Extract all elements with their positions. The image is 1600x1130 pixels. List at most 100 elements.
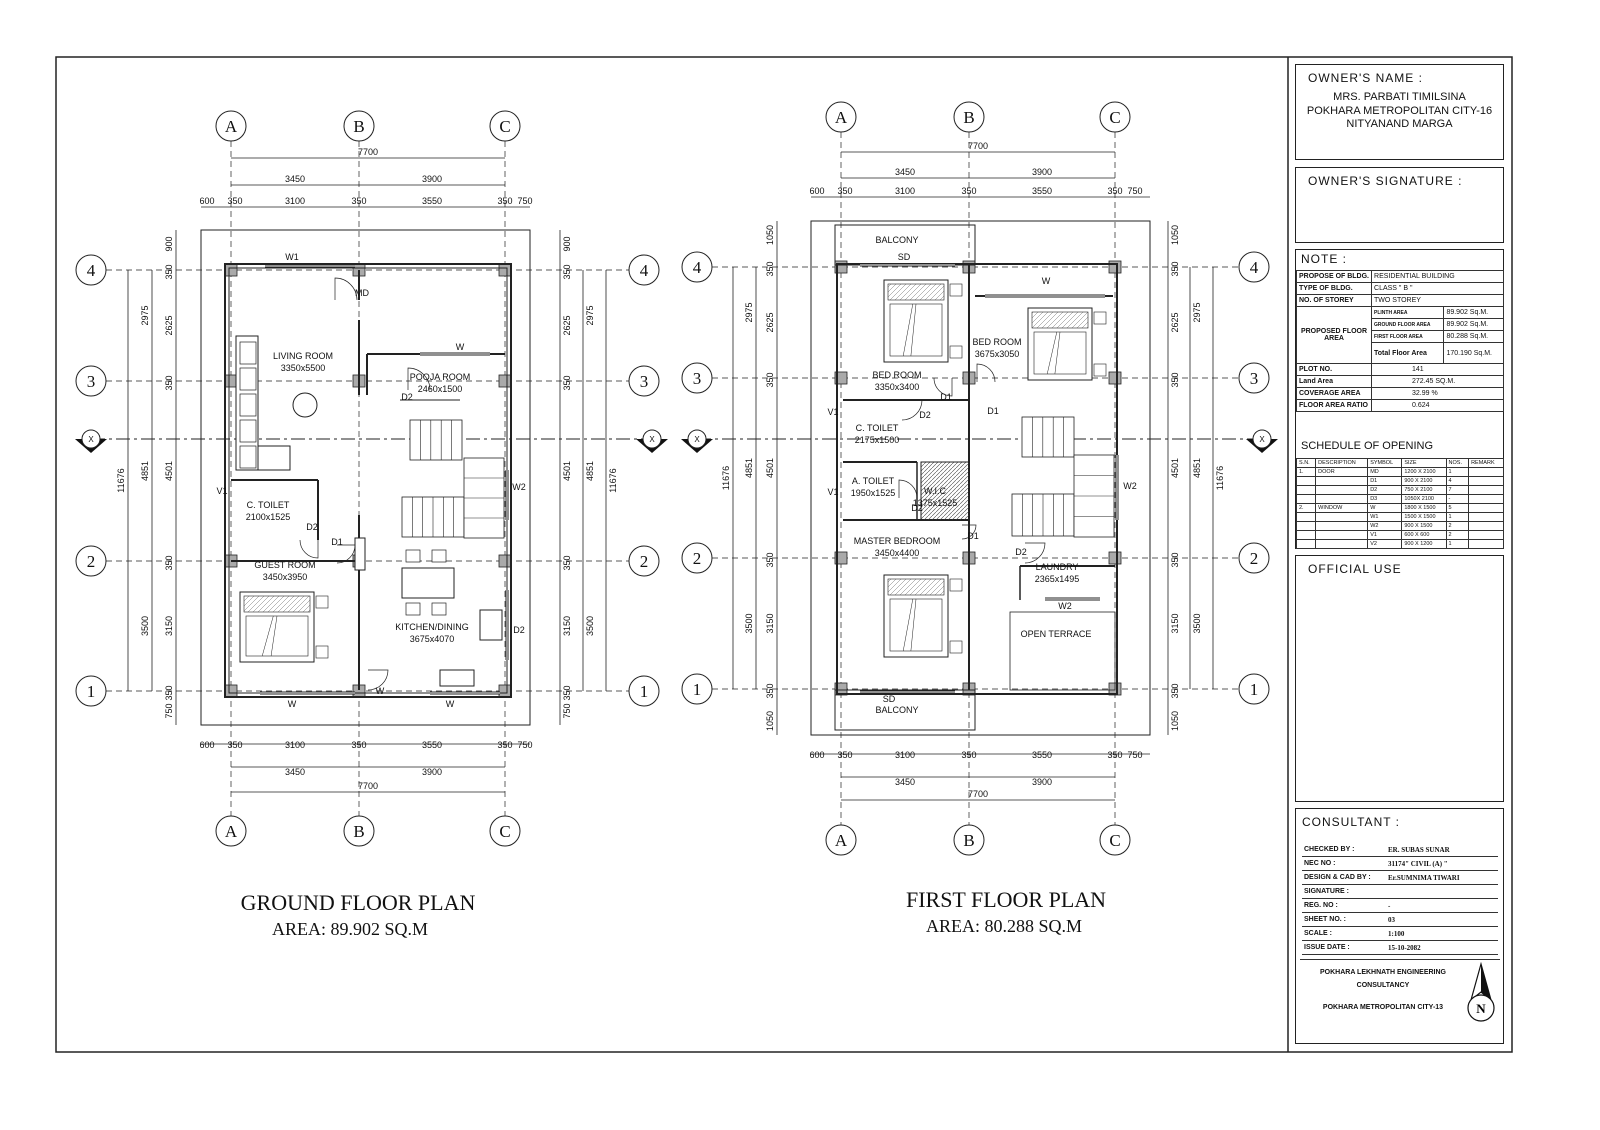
schedule-cell: 4 — [1445, 476, 1470, 486]
chair — [431, 602, 447, 616]
dimension-text: 350 — [164, 264, 174, 279]
dimension-text: 350 — [1170, 261, 1180, 276]
side-table — [949, 345, 963, 359]
grid-label: C — [1109, 108, 1120, 127]
column — [1108, 371, 1122, 385]
window-label: V1 — [827, 487, 838, 497]
dimension-text: 750 — [164, 703, 174, 718]
dimension-text: 350 — [1107, 186, 1122, 196]
schedule-cell — [1315, 521, 1369, 531]
dimension-text: 11676 — [1215, 466, 1225, 490]
grid-bubble — [1238, 251, 1270, 283]
schedule-cell — [1468, 530, 1504, 540]
section-label: X — [694, 435, 700, 444]
schedule-cell — [1468, 539, 1504, 549]
room-size: 2460x1500 — [418, 384, 463, 394]
schedule-cell: 1 — [1445, 539, 1470, 549]
dimension-text: 4851 — [744, 458, 754, 478]
dimension-text: 350 — [562, 264, 572, 279]
schedule-cell: 900 X 1500 — [1401, 521, 1447, 531]
dimension-text: 350 — [1170, 372, 1180, 387]
dimension-text: 2625 — [765, 312, 775, 332]
grid-bubble — [1238, 542, 1270, 574]
section-bubble — [687, 429, 707, 449]
north-label: N — [1476, 1001, 1486, 1016]
room-name: OPEN TERRACE — [1021, 629, 1092, 639]
bed-fold — [261, 615, 274, 657]
room-size: 3675x3050 — [975, 349, 1020, 359]
room-name: A. TOILET — [852, 476, 895, 486]
schedule-cell: DOOR — [1315, 467, 1369, 477]
sofa-cushion — [239, 445, 257, 469]
owner-address: POKHARA METROPOLITAN CITY-16 — [1306, 105, 1493, 117]
owner-name-label: OWNER'S NAME : — [1308, 71, 1423, 85]
window-label: W1 — [285, 252, 299, 262]
dimension-text: 4501 — [1170, 458, 1180, 478]
consultant-key: CHECKED BY : — [1304, 846, 1355, 853]
schedule-cell — [1315, 512, 1369, 522]
dimension-text: 11676 — [721, 466, 731, 490]
dimension-text: 350 — [765, 683, 775, 698]
side-table — [315, 645, 329, 659]
schedule-cell: 1200 X 2100 — [1401, 467, 1447, 477]
consultant-row: DESIGN & CAD BY :Er.SUMNIMA TIWARI — [1302, 871, 1498, 885]
note-row: PROPOSE OF BLDG.RESIDENTIAL BUILDING — [1295, 270, 1504, 283]
dimension-text: 750 — [1127, 750, 1142, 760]
schedule-cell — [1315, 485, 1369, 495]
consultant-value: - — [1388, 901, 1391, 910]
schedule-cell: W — [1367, 503, 1403, 513]
dimension-text: 7700 — [968, 141, 988, 151]
grid-label: 4 — [693, 258, 702, 277]
chair — [405, 549, 421, 563]
dimension-text: 7700 — [968, 789, 988, 799]
side-table — [315, 595, 329, 609]
note-label: NOTE : — [1301, 252, 1348, 266]
plot-boundary — [200, 229, 531, 726]
schedule-cell: 5 — [1445, 503, 1470, 513]
consultant-key: SIGNATURE : — [1304, 888, 1349, 895]
door-label: D2 — [1015, 547, 1027, 557]
plan-area: AREA: 80.288 SQ.M — [926, 916, 1082, 936]
section-label: X — [1259, 435, 1265, 444]
note-row: TYPE OF BLDG.CLASS " B " — [1295, 282, 1504, 295]
schedule-header-cell: NOS. — [1445, 458, 1470, 468]
dimension-text: 2625 — [1170, 312, 1180, 332]
plot-boundary — [810, 220, 1151, 736]
door-label: D2 — [919, 410, 931, 420]
door-swing — [961, 524, 977, 540]
dimension-text: 350 — [1107, 750, 1122, 760]
grid-label: 3 — [1250, 369, 1259, 388]
room-name: BED ROOM — [972, 337, 1021, 347]
dimension-text: 350 — [562, 375, 572, 390]
consultant-value: 03 — [1388, 915, 1395, 924]
room-size: 1950x1525 — [851, 488, 896, 498]
bed-fold — [910, 303, 917, 357]
consultant-value: ER. SUBAS SUNAR — [1388, 845, 1450, 854]
room-size: 3450x4400 — [875, 548, 920, 558]
schedule-cell — [1315, 539, 1369, 549]
dimension-text: 11676 — [116, 468, 126, 492]
schedule-cell: 750 X 2100 — [1401, 485, 1447, 495]
grid-label: A — [835, 831, 848, 850]
dimension-text: 3500 — [140, 616, 150, 636]
side-table — [1093, 363, 1107, 377]
window-label: W2 — [1058, 601, 1072, 611]
firm-line: POKHARA LEKHNATH ENGINEERING — [1319, 969, 1446, 976]
door-swing — [1024, 542, 1046, 564]
schedule-cell — [1295, 494, 1317, 504]
room-size: 2100x1525 — [246, 512, 291, 522]
consultant-row: SCALE :1:100 — [1302, 927, 1498, 941]
schedule-cell: 2. — [1295, 503, 1317, 513]
dimension-text: 4851 — [585, 461, 595, 481]
staircase — [409, 419, 463, 461]
grid-label: 4 — [1250, 258, 1259, 277]
room-size: 3350x5500 — [281, 363, 326, 373]
room-name: BALCONY — [875, 705, 918, 715]
side-table — [949, 578, 963, 592]
grid-label: 1 — [693, 680, 702, 699]
room-name: GUEST ROOM — [254, 560, 315, 570]
room-name: LAUNDRY — [1036, 562, 1079, 572]
